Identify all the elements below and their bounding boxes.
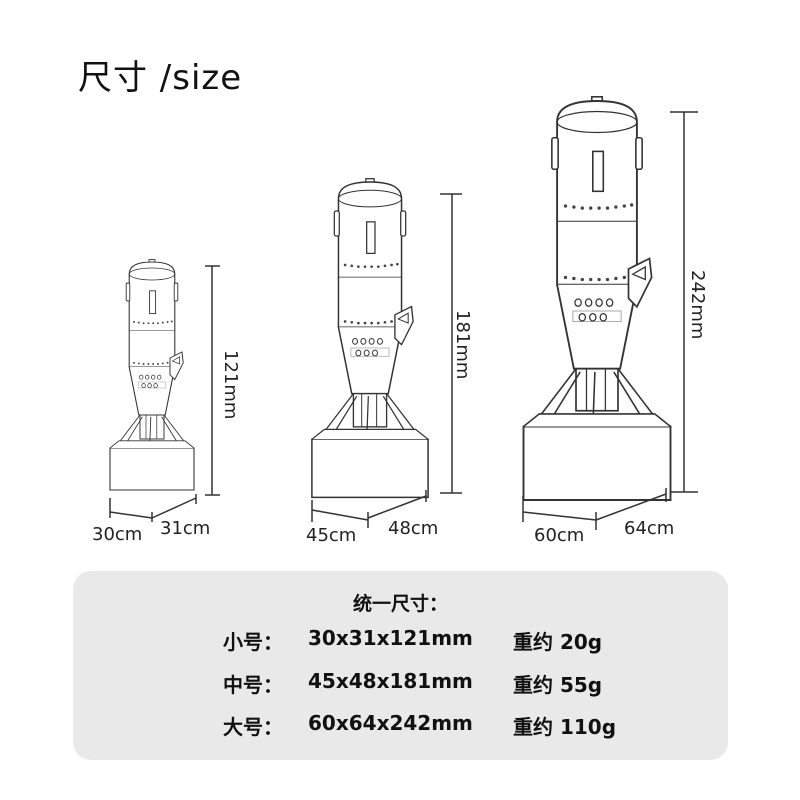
spec-row-dimensions: 30x31x121mm [308, 626, 473, 650]
spec-row-dimensions: 45x48x181mm [308, 669, 473, 693]
spec-row-dimensions: 60x64x242mm [308, 711, 473, 735]
small-base-dimension [109, 494, 197, 522]
large-depth-label: 60cm [534, 525, 584, 546]
page-title: 尺寸 /size [78, 58, 243, 98]
spec-row-name: 小号： [223, 630, 283, 654]
medium-model-figure [311, 177, 429, 499]
medium-height-dimension [440, 193, 462, 494]
medium-depth-label: 45cm [306, 525, 356, 546]
medium-height-label: 181mm [452, 310, 473, 379]
spec-row-name: 中号： [223, 673, 283, 697]
small-model-figure [109, 259, 195, 491]
small-height-dimension [205, 265, 220, 496]
small-depth-label: 30cm [92, 524, 142, 545]
spec-row-weight: 重约 55g [513, 673, 603, 697]
spec-panel: 统一尺寸： 小号： 30x31x121mm 重约 20g 中号： 45x48x1… [73, 571, 728, 760]
spec-heading: 统一尺寸： [352, 593, 448, 615]
small-width-label: 31cm [160, 518, 210, 539]
large-height-dimension [670, 111, 698, 493]
large-height-label: 242mm [687, 270, 708, 339]
medium-width-label: 48cm [388, 518, 438, 539]
large-model-figure [522, 95, 672, 501]
large-width-label: 64cm [624, 518, 674, 539]
small-height-label: 121mm [220, 350, 241, 419]
medium-base-dimension [311, 490, 427, 528]
spec-row-name: 大号： [223, 715, 283, 739]
large-base-dimension [522, 488, 667, 530]
spec-row-weight: 重约 110g [513, 715, 617, 739]
spec-row-weight: 重约 20g [513, 630, 603, 654]
